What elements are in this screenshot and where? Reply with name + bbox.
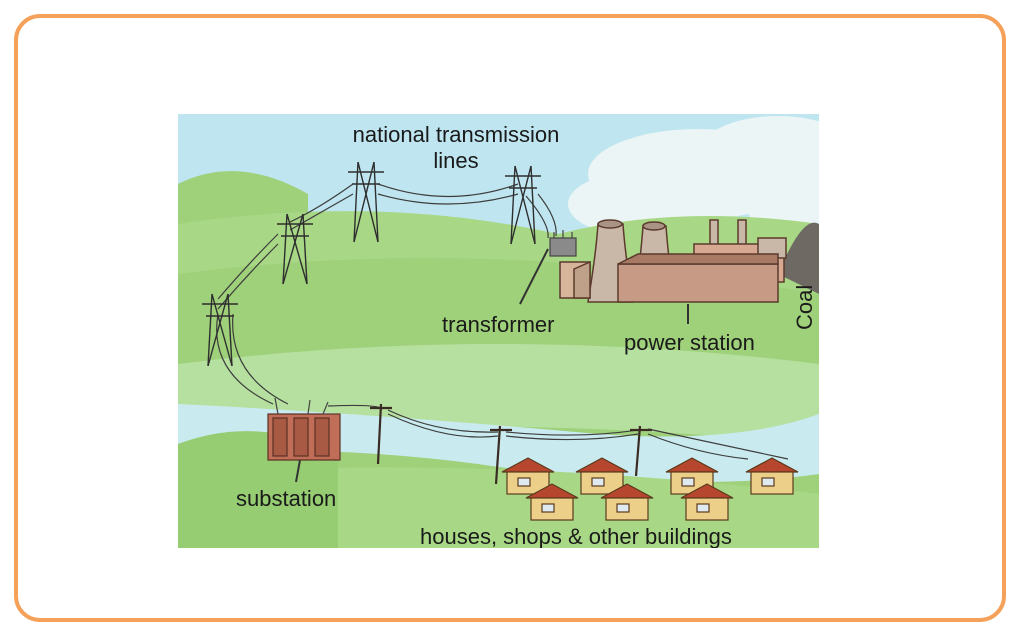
label-transmission-line2: lines [433,148,479,173]
label-transformer: transformer [442,312,555,337]
label-coal: Coal [792,284,817,330]
coal-heap [778,222,819,294]
substation-pointer [295,459,301,483]
substation-graphic [267,397,341,461]
label-power-station: power station [624,330,755,355]
label-substation: substation [236,486,337,511]
scene-artwork [178,114,819,548]
transformer-pointer [519,248,549,305]
transmission-cables [216,183,789,460]
distribution-poles [370,403,652,485]
transformer-graphic [549,230,577,257]
houses [501,457,799,521]
electricity-distribution-illustration: national transmission lines transformer … [178,114,819,548]
pylons [202,161,541,367]
label-buildings: houses, shops & other buildings [420,524,732,548]
hill-foreground [178,467,819,548]
power-station [559,219,787,303]
label-transmission-line1: national transmission [352,122,560,147]
label-national-transmission-lines: national transmission lines [306,122,606,174]
